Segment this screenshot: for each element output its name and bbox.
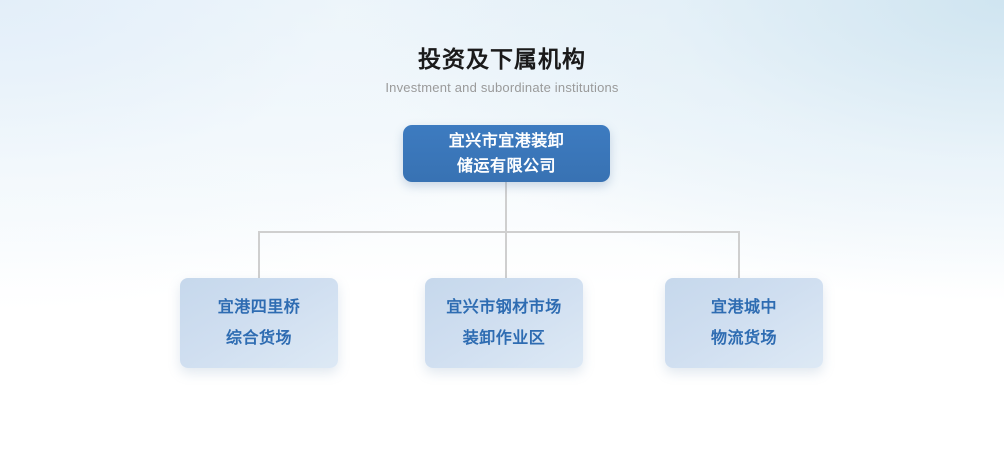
connector-child-3-vertical — [738, 231, 740, 278]
connector-horizontal-bus — [258, 231, 740, 233]
org-node-child-3-line-2: 物流货场 — [710, 330, 777, 347]
org-node-child-3[interactable]: 宜港城中 物流货场 — [665, 278, 823, 368]
org-node-child-2-line-2: 装卸作业区 — [462, 330, 546, 347]
page-subtitle: Investment and subordinate institutions — [385, 80, 619, 95]
org-node-root-line-2: 储运有限公司 — [456, 157, 556, 175]
org-node-child-1[interactable]: 宜港四里桥 综合货场 — [180, 278, 338, 368]
page-header: 投资及下属机构 Investment and subordinate insti… — [0, 44, 1004, 96]
connector-root-vertical — [505, 182, 507, 278]
org-node-root-line-1: 宜兴市宜港装卸 — [448, 132, 565, 150]
page-title: 投资及下属机构 — [418, 46, 586, 72]
org-node-root[interactable]: 宜兴市宜港装卸 储运有限公司 — [403, 125, 610, 182]
org-node-child-1-line-1: 宜港四里桥 — [217, 299, 301, 316]
connector-child-1-vertical — [258, 231, 260, 278]
org-node-child-2[interactable]: 宜兴市钢材市场 装卸作业区 — [425, 278, 583, 368]
org-node-child-2-line-1: 宜兴市钢材市场 — [446, 299, 562, 316]
org-node-child-3-line-1: 宜港城中 — [710, 299, 777, 316]
org-node-child-1-line-2: 综合货场 — [225, 330, 292, 347]
